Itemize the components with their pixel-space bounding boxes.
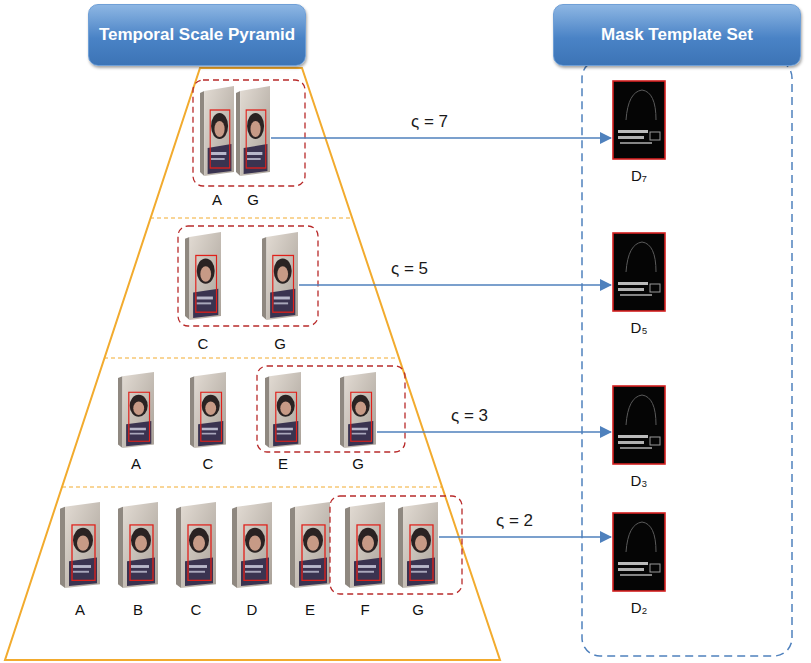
frame-letter: E [305, 601, 315, 618]
video-frame [265, 372, 301, 448]
mask-template: D₇ [612, 80, 666, 184]
video-frame [345, 502, 385, 588]
frame-node: C [185, 232, 221, 352]
frame-node: G [340, 372, 376, 472]
frame-pair-bracket [257, 366, 405, 452]
mask-caption: D₇ [631, 167, 647, 184]
frame-letter: A [75, 601, 85, 618]
frame-letter: C [198, 335, 209, 352]
video-frame [398, 502, 438, 588]
tier-separator [62, 487, 442, 488]
tier-separator [150, 218, 352, 219]
frame-node: B [118, 502, 158, 618]
video-frame [185, 232, 221, 320]
frame-node: A [60, 502, 100, 618]
frame-node: E [290, 502, 330, 618]
video-frame [190, 372, 226, 448]
frame-letter: C [203, 455, 214, 472]
mask-image [613, 386, 665, 464]
mask-image [613, 233, 665, 311]
video-frame [290, 502, 330, 588]
frame-letter: G [247, 191, 259, 208]
connector-arrow [271, 137, 611, 139]
frame-letter: C [191, 601, 202, 618]
frame-node: A [118, 372, 154, 472]
mask-caption: D₂ [631, 599, 648, 616]
connector-arrow [377, 431, 611, 433]
frame-node: C [176, 502, 216, 618]
frame-letter: F [360, 601, 369, 618]
connector-arrow [439, 536, 611, 538]
frame-node: G [398, 502, 438, 618]
frame-node: C [190, 372, 226, 472]
video-frame [200, 86, 234, 176]
frame-letter: B [133, 601, 143, 618]
video-frame [60, 502, 100, 588]
video-frame [232, 502, 272, 588]
header-title: Mask Template Set [601, 25, 753, 45]
mask-caption: D₃ [631, 472, 648, 489]
template-container [582, 60, 792, 656]
frame-pair-bracket [193, 80, 305, 186]
frame-node: A [200, 86, 234, 208]
video-frame [118, 372, 154, 448]
frame-letter: A [212, 191, 222, 208]
frame-pair-bracket [178, 226, 318, 326]
scale-label: ς = 5 [388, 259, 431, 279]
header-box: Temporal Scale Pyramid [88, 4, 306, 66]
frame-node: D [232, 502, 272, 618]
mask-image [613, 513, 665, 591]
frame-letter: D [247, 601, 258, 618]
video-frame [340, 372, 376, 448]
scale-label: ς = 2 [493, 511, 536, 531]
mask-template: D₅ [612, 232, 666, 336]
frame-letter: A [131, 455, 141, 472]
video-frame [236, 86, 270, 176]
video-frame [118, 502, 158, 588]
connector-arrow [299, 284, 611, 286]
mask-template: D₃ [612, 385, 666, 489]
frame-letter: G [412, 601, 424, 618]
frame-node: G [262, 232, 298, 352]
tier-separator [104, 358, 399, 359]
scale-label: ς = 7 [408, 112, 451, 132]
frame-letter: G [274, 335, 286, 352]
frame-node: G [236, 86, 270, 208]
mask-caption: D₅ [631, 319, 648, 336]
header-box: Mask Template Set [553, 4, 801, 66]
mask-template: D₂ [612, 512, 666, 616]
frame-pair-bracket [330, 496, 462, 594]
mask-image [613, 81, 665, 159]
frame-letter: E [278, 455, 288, 472]
pyramid-outline [5, 68, 500, 660]
video-frame [176, 502, 216, 588]
frame-letter: G [352, 455, 364, 472]
header-title: Temporal Scale Pyramid [99, 25, 295, 45]
video-frame [262, 232, 298, 320]
frame-node: E [265, 372, 301, 472]
scale-label: ς = 3 [448, 406, 491, 426]
frame-node: F [345, 502, 385, 618]
